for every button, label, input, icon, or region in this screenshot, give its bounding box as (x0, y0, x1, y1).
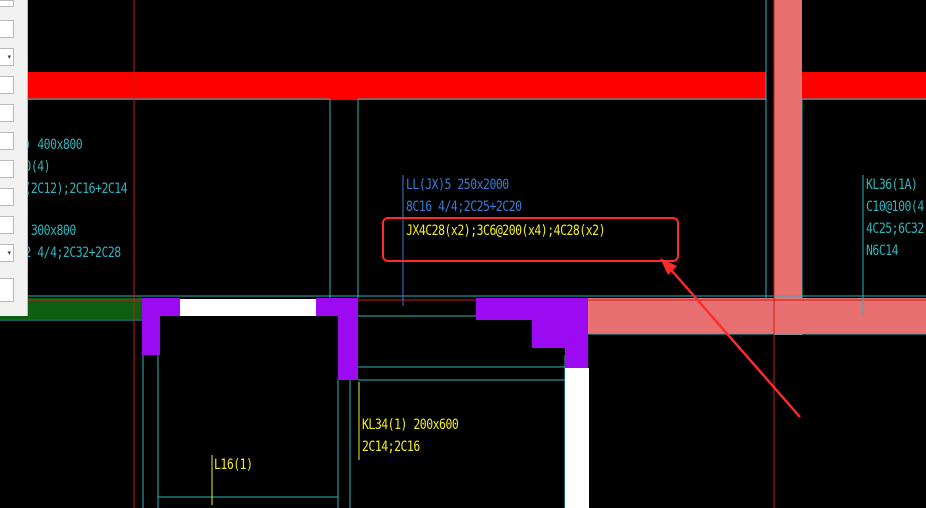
red-beam-top (0, 72, 766, 100)
left-line-1: A) 400x800 (18, 137, 83, 153)
ll-line-1: LL(JX)5 250x2000 (406, 177, 509, 193)
property-field-5[interactable] (0, 132, 14, 150)
left-beam-annotation-2: 4 300x800 22 4/4;2C32+2C28 (18, 220, 121, 264)
pink-beam-vertical (774, 0, 802, 335)
l16-annotation: L16(1) (214, 454, 253, 476)
purple-column-middle (316, 298, 358, 380)
purple-column-right (476, 298, 588, 368)
left-line-2: 00(4) (18, 159, 51, 175)
kl34-annotation: KL34(1) 200x600 2C14;2C16 (362, 414, 459, 458)
white-wall-vertical (565, 368, 589, 508)
kl36-line-4: N6C14 (866, 243, 899, 259)
chevron-down-icon: ▾ (7, 53, 11, 61)
property-field-3[interactable] (0, 76, 14, 94)
kl36-line-3: 4C25;6C32 (866, 221, 924, 237)
kl34-line-1: KL34(1) 200x600 (362, 417, 459, 433)
property-field-2[interactable] (0, 20, 14, 38)
ll-highlighted-rebar: JX4C28(x2);3C6@200(x4);4C28(x2) (406, 220, 606, 242)
leader-lines (211, 175, 864, 505)
pink-beam-horizontal (588, 298, 926, 334)
ll-line-2: 8C16 4/4;2C25+2C20 (406, 199, 522, 215)
property-field-8[interactable] (0, 216, 14, 234)
property-field-7[interactable] (0, 188, 14, 206)
property-dropdown-1[interactable]: ▾ (0, 48, 14, 66)
l16-line-1: L16(1) (214, 457, 253, 473)
ll-beam-annotation: LL(JX)5 250x2000 8C16 4/4;2C25+2C20 (406, 174, 522, 218)
highlight-arrow-head (660, 258, 677, 275)
highlight-box (382, 217, 679, 262)
left-line-3: +(2C12);2C16+2C14 (18, 181, 128, 197)
highlight-arrow-shaft (665, 263, 801, 418)
property-panel[interactable]: ▾ ▾ (0, 0, 28, 316)
property-dropdown-2[interactable]: ▾ (0, 244, 14, 262)
property-field-9[interactable] (0, 278, 14, 302)
left-beam-annotation: A) 400x800 00(4) +(2C12);2C16+2C14 (18, 134, 128, 200)
ll-line-3: JX4C28(x2);3C6@200(x4);4C28(x2) (406, 223, 606, 239)
kl36-annotation: KL36(1A) C10@100(4 4C25;6C32 N6C14 (866, 174, 924, 262)
property-field-4[interactable] (0, 104, 14, 122)
chevron-down-icon: ▾ (7, 249, 11, 257)
left-line-4: 4 300x800 (18, 223, 76, 239)
purple-column-left (142, 298, 180, 355)
property-field-6[interactable] (0, 160, 14, 178)
green-beam-left (0, 298, 142, 319)
kl36-line-2: C10@100(4 (866, 199, 924, 215)
kl36-line-1: KL36(1A) (866, 177, 918, 193)
red-beam-top-right (802, 72, 926, 100)
white-wall-horizontal (178, 299, 318, 316)
left-line-5: 22 4/4;2C32+2C28 (18, 245, 121, 261)
property-field-1[interactable] (0, 0, 14, 7)
kl34-line-2: 2C14;2C16 (362, 439, 420, 455)
